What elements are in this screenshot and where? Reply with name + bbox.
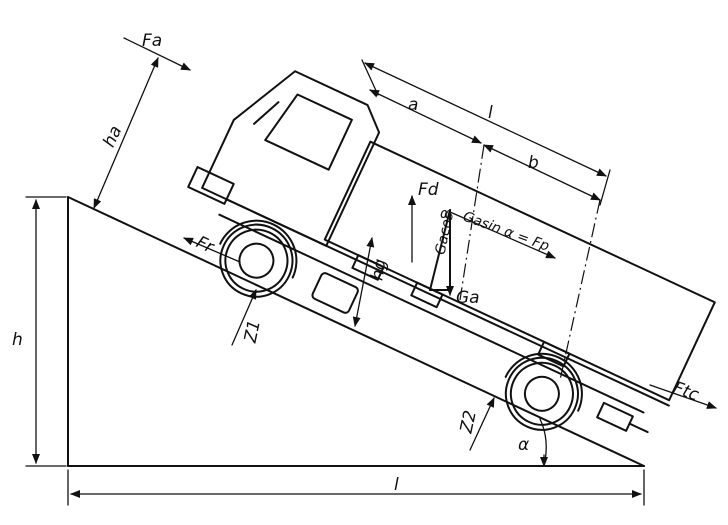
dimension-a-l-b: l a b (361, 59, 611, 381)
truck-bumper (187, 165, 235, 205)
label-h: h (12, 330, 23, 350)
truck-fuel-tank (311, 272, 359, 314)
label-gasin: Gasin α = Fp (461, 209, 552, 255)
label-Z1: Z1 (240, 318, 264, 345)
rear-wheel (504, 352, 583, 431)
label-l-truck: l (488, 103, 493, 123)
dimension-hg: hg (352, 237, 391, 327)
label-Fa: Fa (142, 31, 162, 51)
force-Ga: Ga (446, 239, 480, 308)
tow-hitch (596, 401, 634, 432)
label-hg: hg (367, 257, 390, 282)
force-Fd: Fd (408, 180, 439, 263)
label-alpha-cos: α (440, 206, 450, 222)
label-ha: ha (99, 123, 126, 151)
incline-triangle (67, 196, 645, 467)
dimension-h: h (12, 196, 67, 467)
truck-cargo-box (323, 140, 716, 402)
force-Fr: Fr (183, 232, 241, 263)
label-Ga: Ga (456, 288, 480, 308)
force-Fa: Fa (123, 31, 191, 71)
dimension-ha: ha (93, 57, 159, 209)
force-Z2: Z2 (456, 397, 495, 451)
label-Fr: Fr (193, 232, 218, 258)
truck-cab-window (264, 93, 353, 171)
front-wheel (219, 219, 298, 298)
label-a: a (408, 95, 418, 115)
truck (187, 70, 716, 434)
label-b: b (528, 153, 539, 173)
label-Fd: Fd (418, 180, 439, 200)
label-l-base: l (394, 475, 399, 495)
truck-frame-top (225, 198, 670, 407)
label-Z2: Z2 (456, 409, 480, 436)
force-Z1: Z1 (231, 289, 265, 346)
dimension-l-base: l (67, 469, 645, 506)
angle-alpha: α (518, 418, 548, 467)
truck-cab (201, 70, 381, 247)
force-Ftc: Ftc (649, 378, 717, 409)
label-alpha: α (518, 435, 529, 455)
